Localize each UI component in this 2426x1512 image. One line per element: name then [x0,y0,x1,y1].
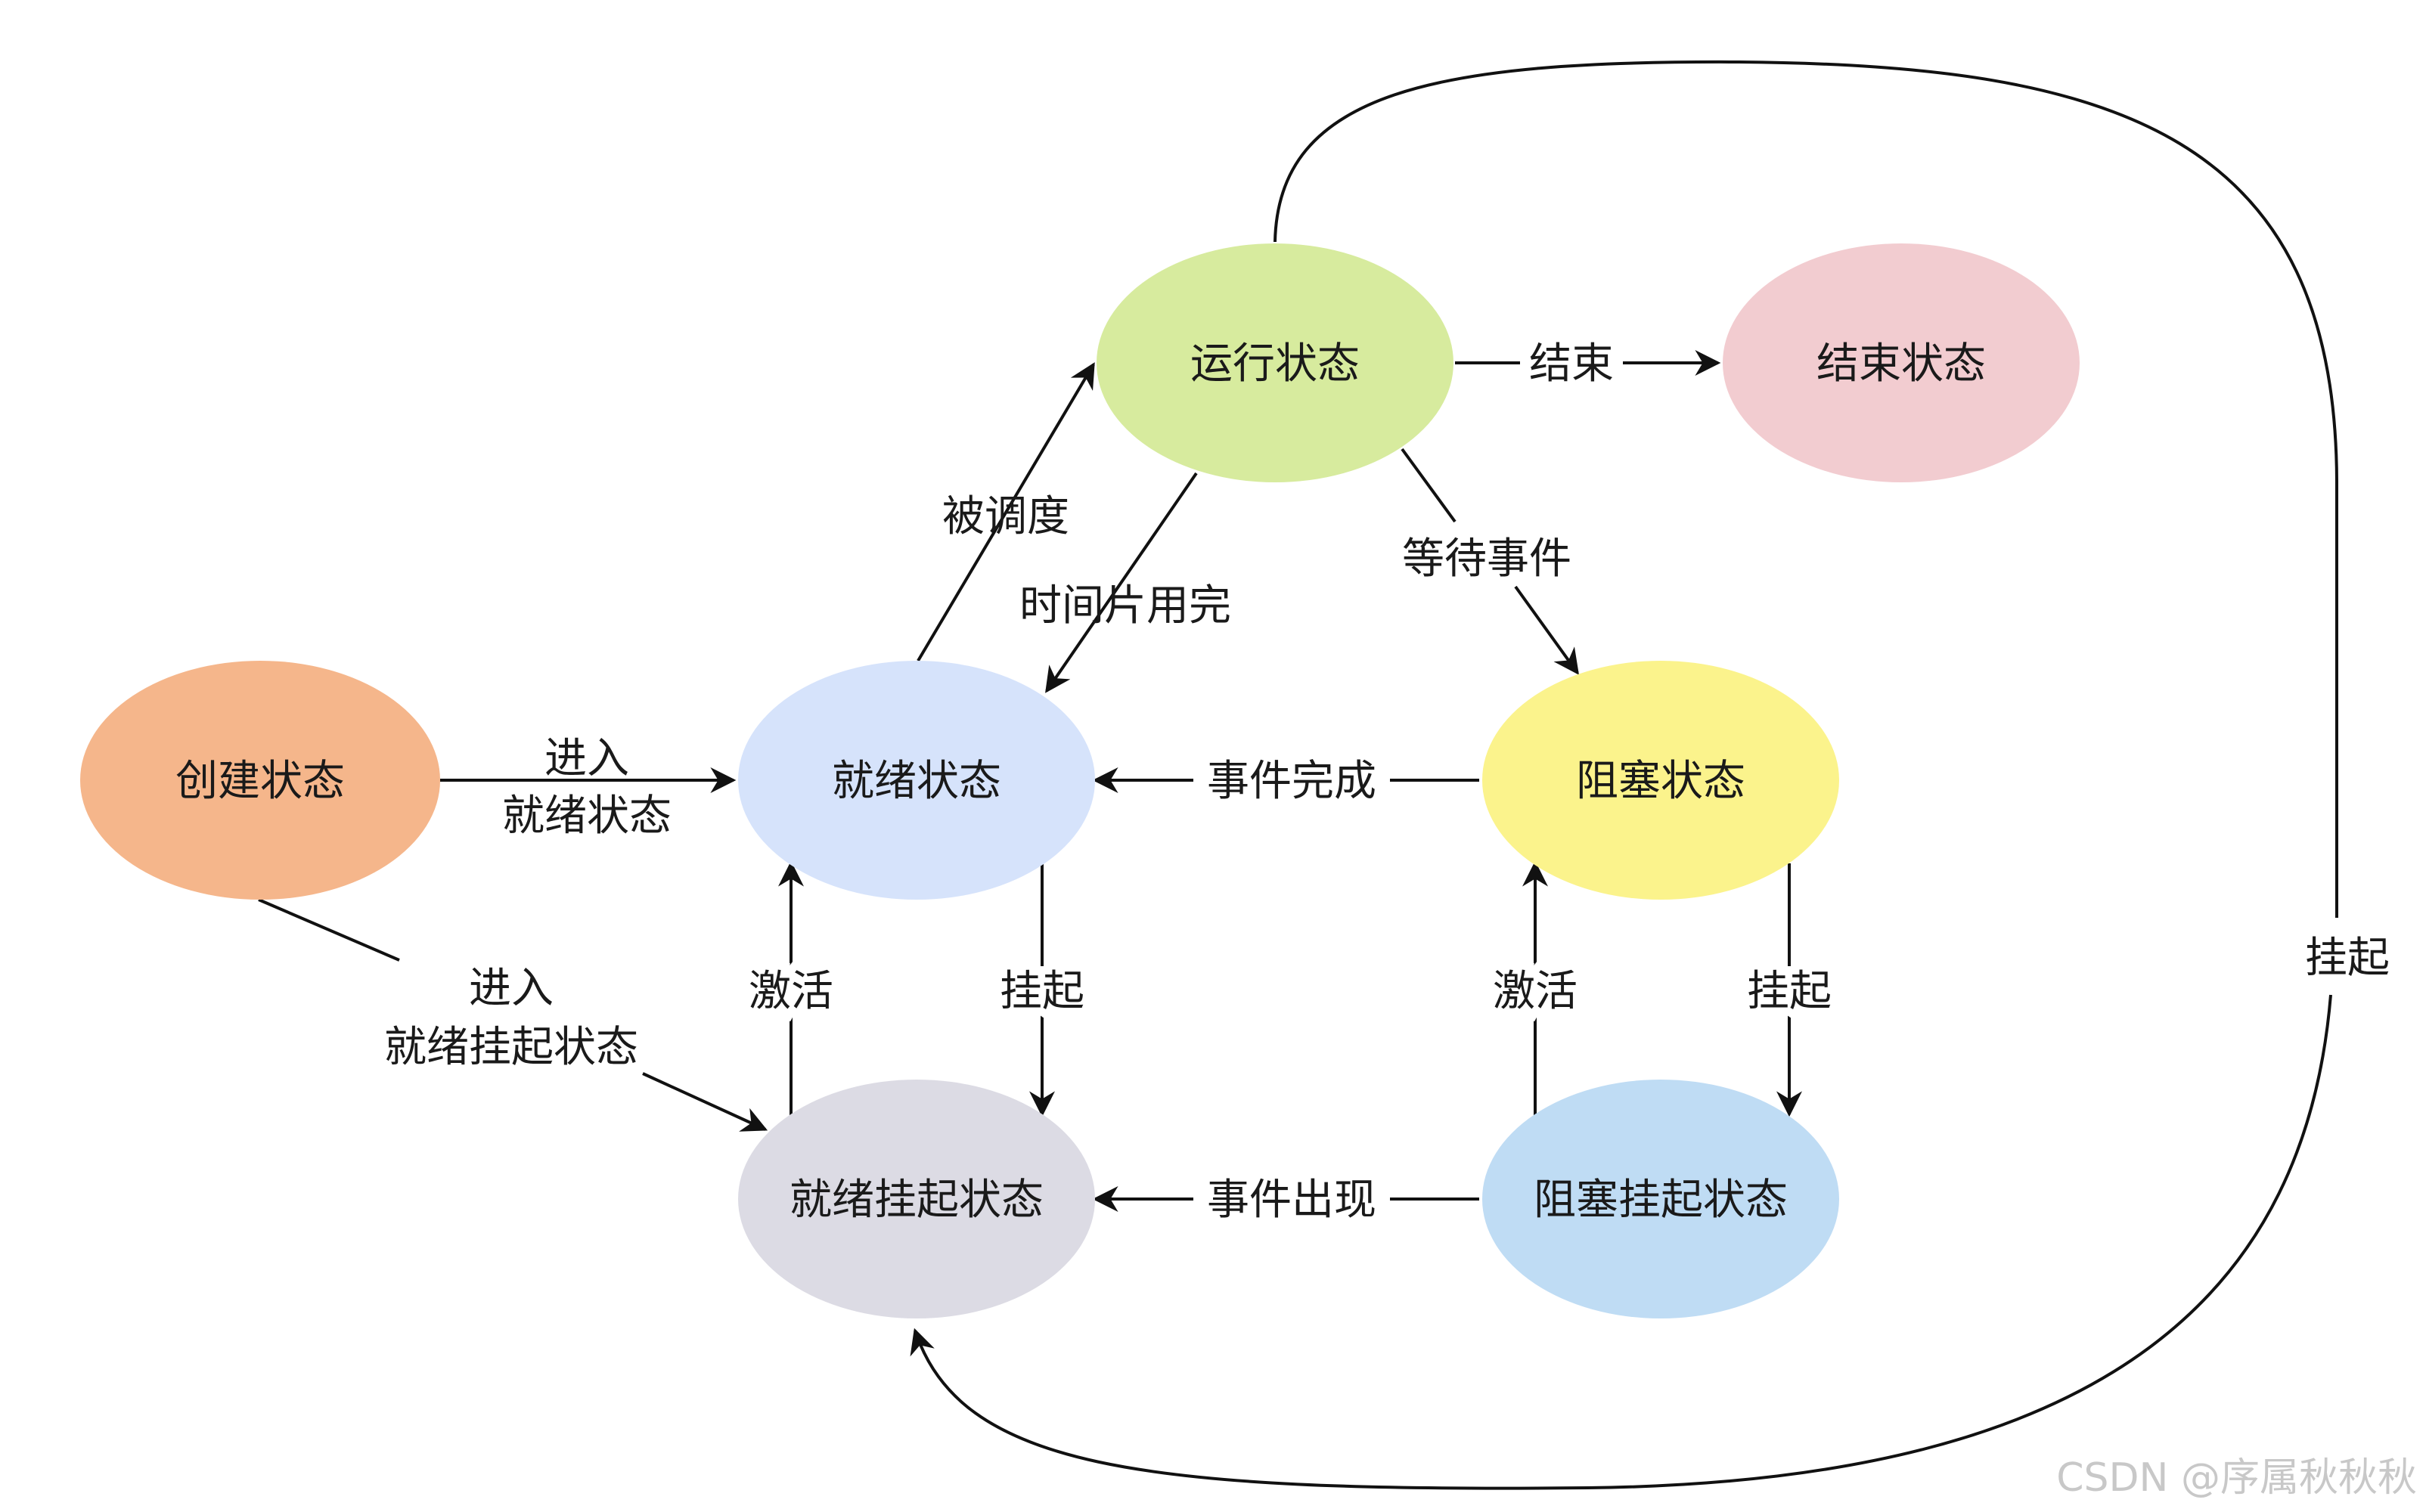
node-block-suspend-label: 阻塞挂起状态 [1534,1176,1788,1225]
edge-create-to-ready-suspend-tail [642,1072,768,1132]
label-running-to-ready: 时间片用完 [1019,581,1231,631]
watermark: CSDN @序属秋秋秋 [2056,1455,2417,1501]
edge-running-to-ready-suspend-loop [1273,60,2338,918]
label-ready-to-running: 被调度 [942,492,1069,541]
label-create-to-ready-line2: 就绪状态 [502,792,672,841]
edge-running-to-blocked [1401,448,1457,523]
label-block-suspend-to-blocked: 激活 [1493,967,1578,1016]
label-block-suspend-to-ready-suspend: 事件出现 [1207,1176,1376,1225]
node-create: 创建状态 [80,661,440,900]
label-create-to-ready-suspend-line2: 就绪挂起状态 [384,1023,638,1072]
node-running-label: 运行状态 [1190,339,1360,389]
node-blocked-label: 阻塞状态 [1576,757,1745,806]
node-ready-suspend: 就绪挂起状态 [738,1080,1095,1318]
node-running: 运行状态 [1097,243,1453,482]
node-terminated-label: 结束状态 [1816,339,1986,389]
edge-create-to-ready-suspend [258,898,400,962]
node-ready-shape [738,661,1095,900]
node-block-suspend-shape [1482,1080,1839,1318]
edge-running-to-ready-suspend-loop-tail [910,994,2332,1490]
label-create-to-ready-line1: 进入 [544,734,629,783]
label-create-to-ready-suspend-line1: 进入 [469,964,554,1013]
label-running-to-terminated: 结束 [1529,339,1614,389]
label-running-to-ready-suspend: 挂起 [2305,934,2390,983]
node-blocked-shape [1482,661,1839,900]
label-blocked-to-ready: 事件完成 [1207,757,1376,806]
node-create-shape [80,661,440,900]
node-blocked: 阻塞状态 [1482,661,1839,900]
label-ready-to-ready-suspend: 挂起 [1000,967,1084,1016]
edge-running-to-blocked-tail [1514,585,1579,675]
edge-running-to-ready [1045,472,1198,693]
node-ready-suspend-label: 就绪挂起状态 [790,1176,1044,1225]
node-ready: 就绪状态 [738,661,1095,900]
node-running-shape [1097,243,1453,482]
node-create-label: 创建状态 [175,757,345,806]
label-running-to-blocked: 等待事件 [1402,534,1571,584]
node-terminated-shape [1723,243,2080,482]
node-terminated: 结束状态 [1723,243,2080,482]
node-ready-suspend-shape [738,1080,1095,1318]
label-ready-suspend-to-ready: 激活 [749,967,833,1016]
node-ready-label: 就绪状态 [832,757,1001,806]
label-blocked-to-block-suspend: 挂起 [1747,967,1832,1016]
edge-ready-to-running [917,362,1095,662]
node-block-suspend: 阻塞挂起状态 [1482,1080,1839,1318]
